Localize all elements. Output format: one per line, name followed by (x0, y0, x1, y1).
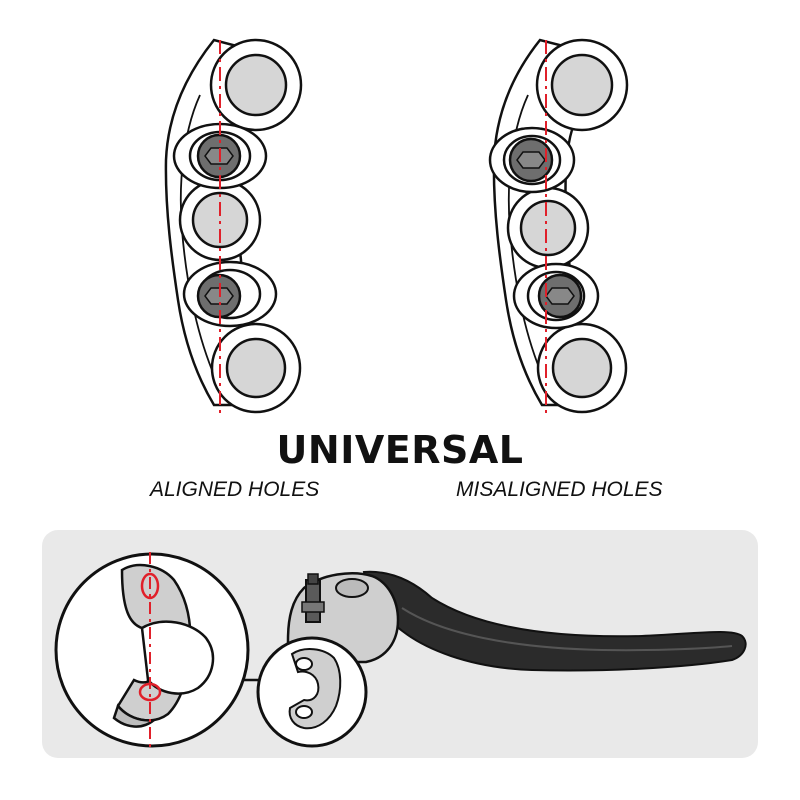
misaligned-bottom-hole (551, 337, 613, 399)
aligned-plate (164, 38, 303, 414)
lever-panel (42, 530, 758, 758)
zoom-lower-hole (138, 682, 162, 702)
hex-bolt-icon (516, 151, 546, 169)
zoomed-clamp (112, 563, 215, 728)
lever-illustration (54, 552, 747, 748)
lever-blade (362, 570, 747, 672)
zoom-circle-small (256, 636, 368, 748)
aligned-mid-hole (191, 191, 249, 249)
misaligned-holes-caption: MISALIGNED HOLES (456, 478, 663, 501)
misaligned-mid-hole (519, 199, 577, 257)
lever-blade-groove (401, 607, 733, 652)
aligned-top-hole (224, 53, 288, 117)
misaligned-top-hole (550, 53, 614, 117)
misaligned-plate (488, 38, 629, 414)
aligned-bottom-hole (225, 337, 287, 399)
banjo-bolt (305, 579, 321, 623)
page-title: UNIVERSAL (276, 428, 524, 472)
plates-diagram (164, 38, 629, 415)
hex-bolt-icon (545, 287, 575, 305)
aligned-holes-caption: ALIGNED HOLES (150, 478, 320, 501)
zoom-upper-hole (140, 572, 160, 600)
